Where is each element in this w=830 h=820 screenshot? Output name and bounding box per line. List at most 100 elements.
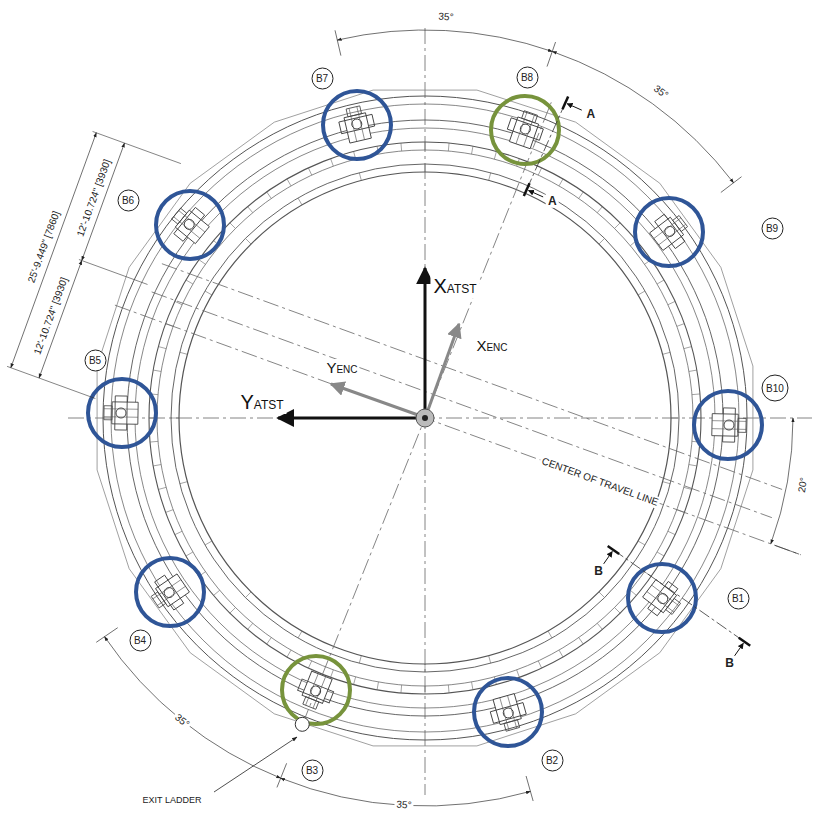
ring-tick: [205, 291, 212, 295]
extension-line: [547, 42, 556, 67]
angle-dimension: 35°: [395, 799, 415, 812]
extension-line: [721, 177, 742, 193]
ring-tick: [359, 656, 361, 664]
ring-tick: [425, 164, 426, 172]
section-arrow: [734, 643, 743, 656]
bogie-symbol: [294, 669, 338, 713]
ring-tick: [248, 623, 253, 629]
ring-tick: [400, 143, 402, 151]
section-bar: [562, 96, 568, 109]
origin-mark: [416, 409, 434, 427]
ring-tick: [230, 608, 236, 614]
section-marker: B: [723, 656, 736, 670]
ring-tick: [692, 393, 700, 395]
ring-tick: [214, 590, 220, 595]
ring-tick: [489, 656, 491, 664]
highlight-circle: [88, 379, 156, 447]
section-arrow: [529, 190, 544, 197]
ring-track: [157, 150, 693, 686]
bogie-tag: B8: [516, 66, 539, 89]
ring-track: [171, 164, 679, 672]
section-marker: A: [546, 194, 559, 208]
highlight-circle: [136, 558, 204, 626]
ring-tick: [171, 418, 179, 419]
ring-tick: [298, 631, 302, 638]
ring-tick: [425, 686, 426, 694]
ring-tick: [668, 301, 675, 304]
ring-tick: [559, 650, 563, 657]
ring-tick: [472, 146, 473, 154]
ring-tick: [245, 238, 251, 244]
ring-tick: [186, 552, 193, 556]
section-bar: [739, 638, 750, 646]
ring-tick: [579, 638, 584, 645]
axis-label: XENC: [474, 337, 509, 355]
origin-dot: [422, 415, 428, 421]
note-label: EXIT LADDER: [141, 795, 204, 806]
ring-tick: [186, 280, 193, 284]
extension-line: [79, 260, 148, 285]
travel-line: [162, 264, 782, 490]
ring-tick: [579, 192, 584, 199]
ring-tick: [668, 531, 675, 534]
ring-tick: [166, 510, 174, 513]
angle-dimension: 20°: [796, 474, 811, 495]
ring-tick: [663, 352, 671, 354]
ring-tick: [689, 370, 697, 371]
section-marker: A: [585, 107, 598, 121]
travel-line: [152, 292, 772, 518]
length-dimension: 25'-9.449" [7860]: [25, 207, 63, 286]
ring-tick: [599, 592, 605, 598]
ring-tick: [248, 207, 253, 213]
bogie-label: B8: [521, 72, 533, 83]
highlight-circle: [628, 564, 696, 632]
ring-tick: [199, 260, 206, 265]
ring-tick: [494, 151, 496, 159]
highlight-circle: [474, 678, 542, 746]
ring-tick: [472, 682, 473, 690]
ring-tick: [245, 592, 251, 598]
ring-track: [149, 142, 701, 694]
ring-tick: [657, 280, 664, 284]
ring-tick: [331, 159, 334, 167]
angle-dimension: 35°: [171, 710, 193, 731]
ring-tick: [689, 465, 697, 466]
axis-arrow: [278, 417, 417, 420]
bogie-tag: B6: [117, 189, 140, 212]
ring-tick: [657, 552, 664, 556]
ring-tick: [599, 238, 605, 244]
ring-tick: [298, 198, 302, 205]
bogie-label: B9: [766, 223, 778, 234]
ring-tick: [548, 631, 552, 638]
ring-tick: [158, 347, 166, 349]
ring-tick: [448, 143, 450, 151]
ring-tick: [559, 179, 563, 186]
axis-label: YATST: [237, 390, 286, 414]
ring-tick: [538, 661, 541, 668]
bogie-label: B10: [766, 383, 784, 394]
ring-track: [103, 96, 747, 740]
extension-line: [775, 545, 799, 554]
bogie-label: B6: [122, 195, 134, 206]
bogie-symbol: [487, 692, 529, 734]
section-bar: [608, 546, 619, 554]
bogie-tag: B7: [311, 67, 334, 90]
ring-tick: [684, 347, 692, 349]
ring-tick: [153, 465, 161, 466]
ring-structure: [7, 30, 801, 806]
note-label: CENTER OF TRAVEL LINE: [538, 454, 662, 509]
axis-arrow: [424, 268, 427, 410]
ring-track: [111, 104, 739, 732]
bogie-symbol: [165, 200, 213, 248]
ring-tick: [538, 168, 541, 175]
angle-dimension-arc: [105, 637, 281, 778]
section-line: [527, 103, 566, 190]
extension-line: [526, 776, 533, 801]
bogie-symbol: [504, 107, 547, 150]
angle-dimension-arc: [771, 418, 793, 544]
highlight-circle: [323, 91, 391, 159]
center-line: [302, 102, 551, 724]
